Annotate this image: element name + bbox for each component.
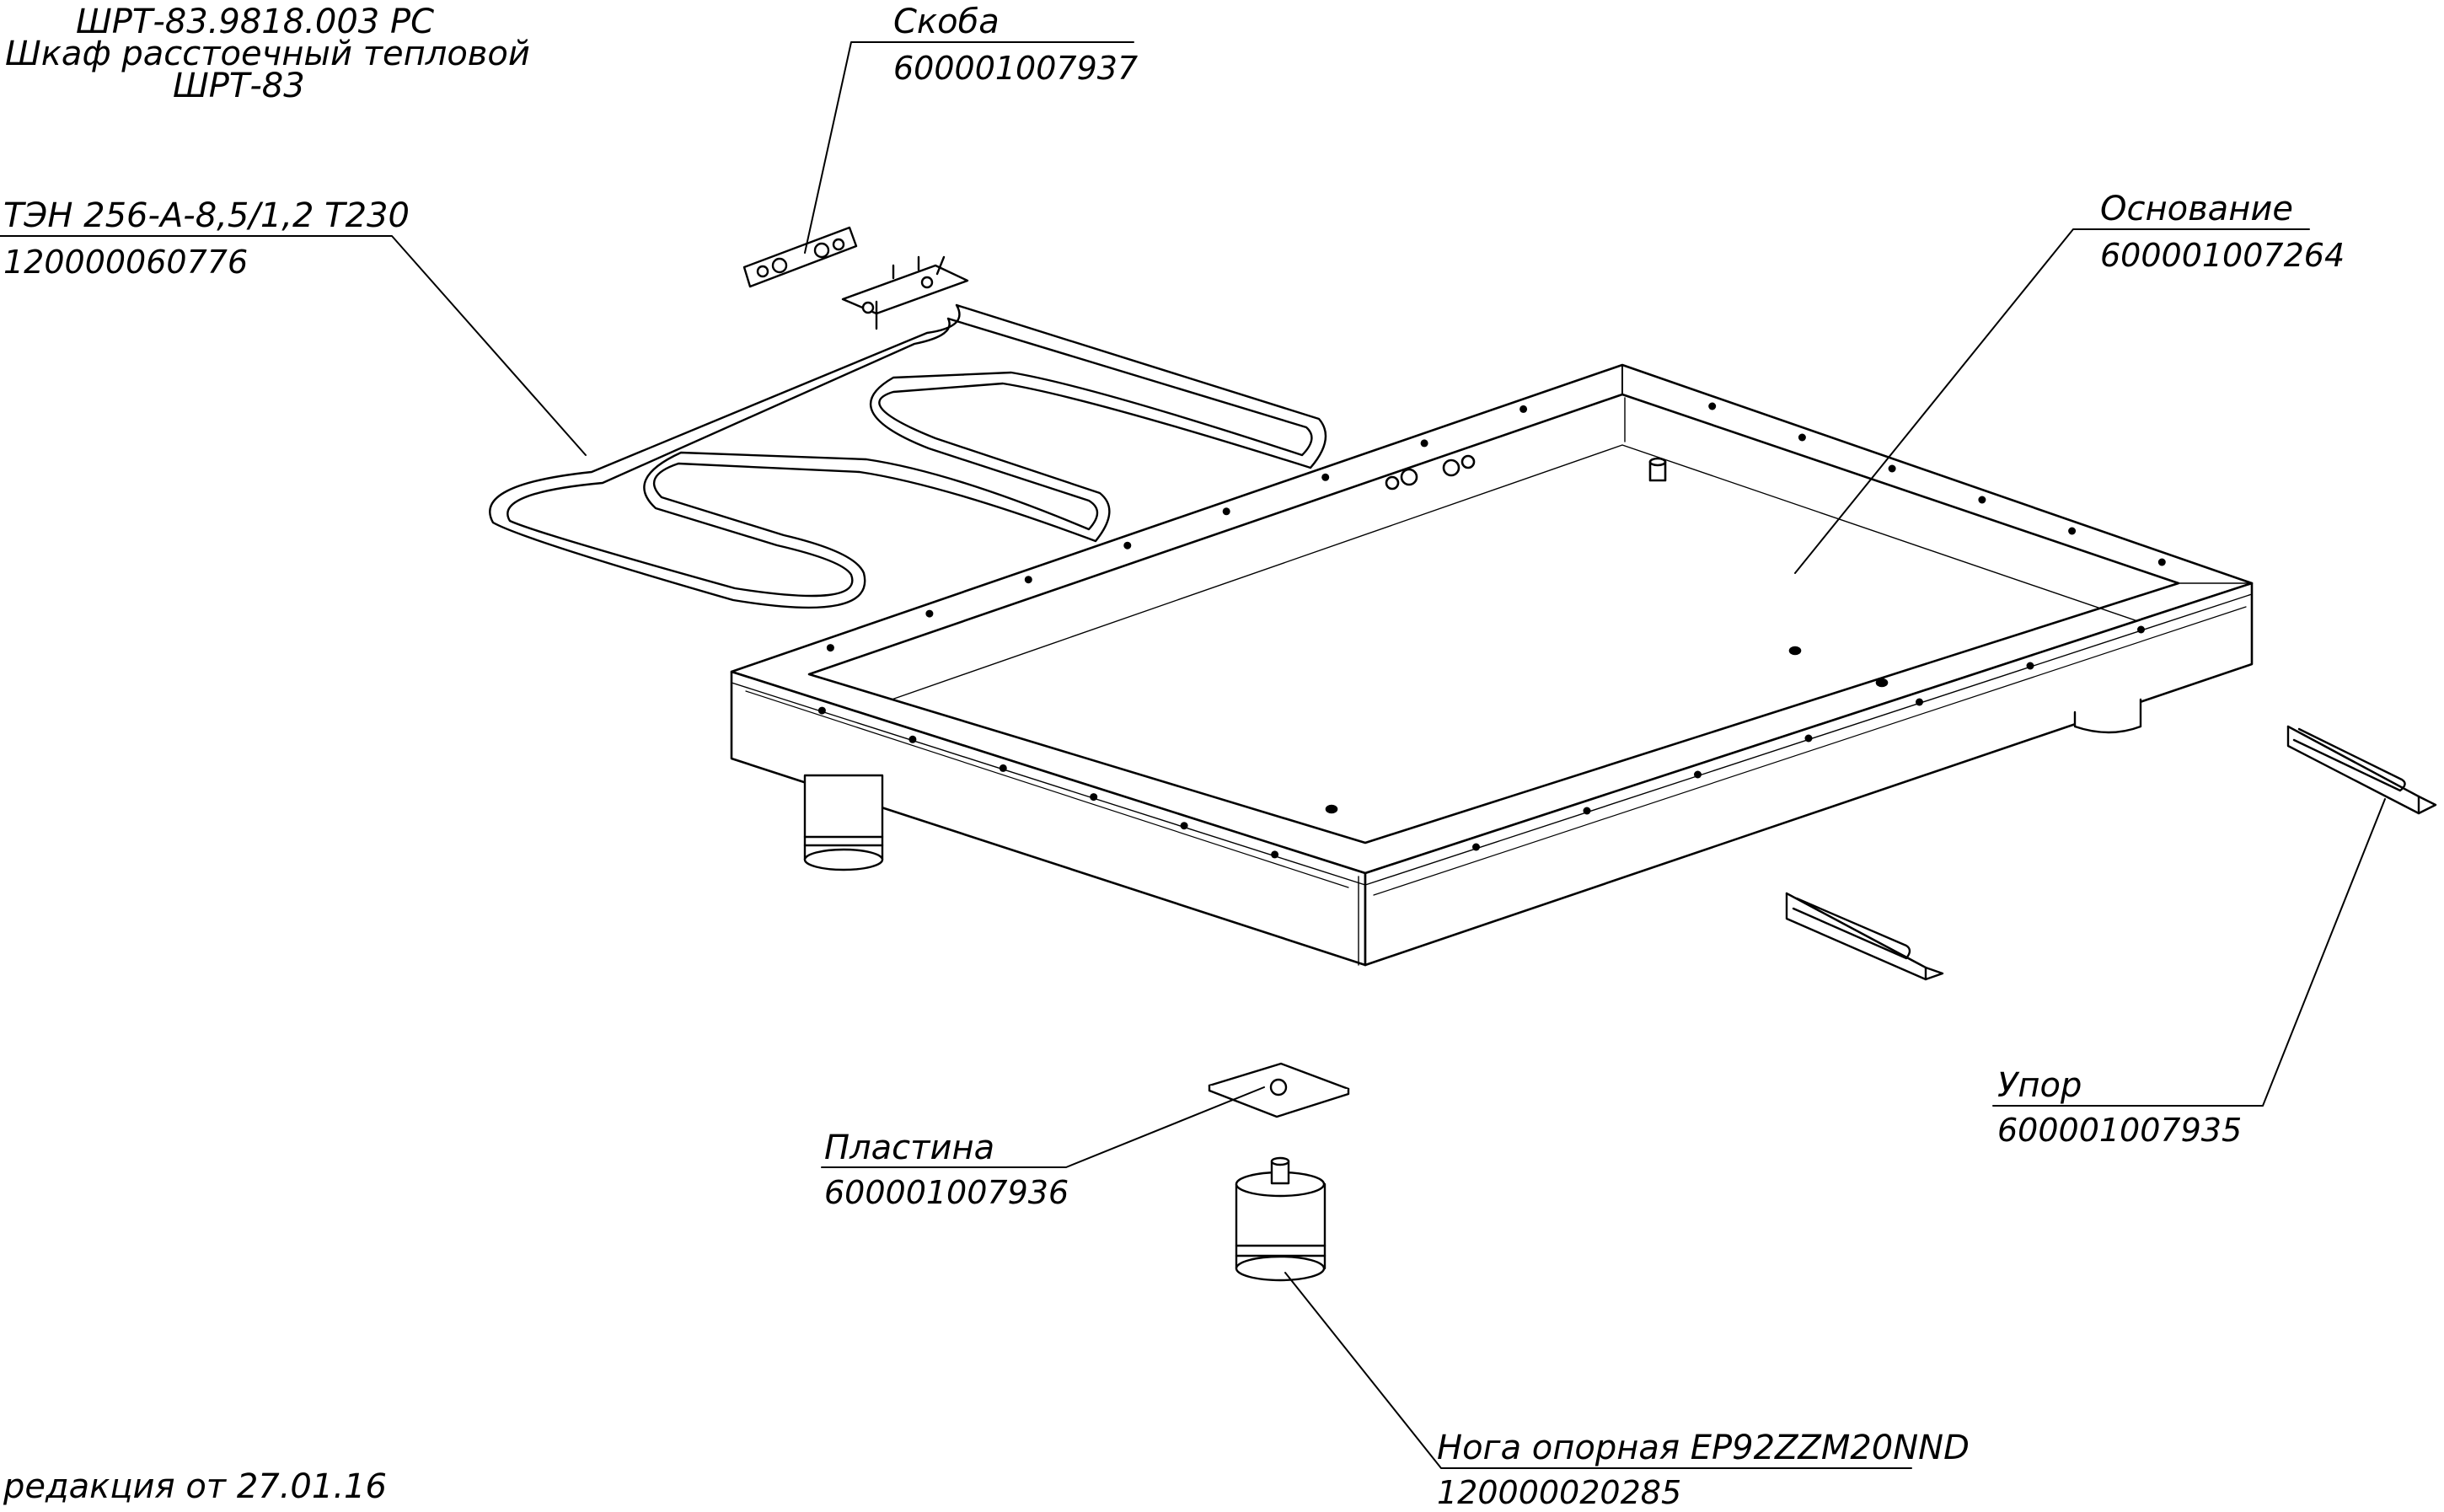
rim-hole-dot xyxy=(1888,464,1896,473)
rim-hole-dot xyxy=(1180,822,1188,830)
stop-name: Упор xyxy=(1997,1066,2082,1105)
stop-part-upper xyxy=(2286,725,2437,815)
heater-name: ТЭН 256-А-8,5/1,2 Т230 xyxy=(3,196,410,235)
base-code: 600001007264 xyxy=(2100,237,2345,274)
frame-foot-right xyxy=(2073,698,2142,734)
rim-hole-dot xyxy=(1271,850,1279,859)
support-foot-part xyxy=(1235,1156,1327,1282)
bracket-name: Скоба xyxy=(893,3,1000,41)
rim-hole-dot xyxy=(1321,473,1330,481)
rim-hole-dot xyxy=(999,764,1007,772)
rim-hole-dot xyxy=(908,735,917,743)
rim-hole-dot xyxy=(2137,625,2145,634)
rim-hole-dot xyxy=(1024,576,1032,584)
rim-hole-dot xyxy=(1798,433,1806,442)
foot-code: 120000020285 xyxy=(1437,1474,1682,1511)
rim-hole-dot xyxy=(925,609,934,618)
heating-element xyxy=(489,255,1327,609)
rim-hole-dot xyxy=(1583,807,1591,815)
rim-hole-dot xyxy=(1090,793,1098,802)
foot-name: Нога опорная ЕР92ZZM20NND xyxy=(1437,1429,1970,1467)
heater-code: 120000060776 xyxy=(3,244,249,281)
stop-part-lower xyxy=(1785,892,1944,981)
base-name: Основание xyxy=(2100,190,2293,228)
product-model: ШРТ-83 xyxy=(173,67,305,105)
rim-hole-dot xyxy=(1123,541,1132,550)
stop-code: 600001007935 xyxy=(1997,1112,2243,1149)
bracket-code: 600001007937 xyxy=(893,50,1139,87)
rim-hole-dot xyxy=(2157,558,2166,566)
rim-hole-dot xyxy=(1519,405,1528,413)
rim-hole-dot xyxy=(1978,496,1986,504)
document-number: ШРТ-83.9818.003 РС xyxy=(76,3,434,41)
rim-hole-dot xyxy=(2026,662,2034,670)
rim-hole-dot xyxy=(1916,698,1923,706)
rim-hole-dot xyxy=(2068,527,2077,535)
rim-hole-dot xyxy=(1708,402,1717,410)
revision-note: редакция от 27.01.16 xyxy=(3,1467,387,1506)
plate-code: 600001007936 xyxy=(824,1174,1069,1211)
leader-lines xyxy=(0,41,2386,1469)
base-frame xyxy=(730,363,2254,967)
product-name: Шкаф расстоечный тепловой xyxy=(5,35,530,73)
rim-holes xyxy=(817,402,2166,859)
plate-name: Пластина xyxy=(824,1129,995,1167)
bracket-part xyxy=(742,226,858,288)
rim-hole-dot xyxy=(817,706,826,715)
rim-hole-dot xyxy=(1472,843,1480,851)
rim-hole-dot xyxy=(1222,507,1230,516)
plate-part xyxy=(1208,1062,1350,1118)
rim-hole-dot xyxy=(1420,439,1428,448)
rim-hole-dot xyxy=(826,644,834,652)
rim-hole-dot xyxy=(1694,770,1702,779)
rim-hole-dot xyxy=(1804,734,1813,743)
frame-foot-left xyxy=(803,774,884,871)
